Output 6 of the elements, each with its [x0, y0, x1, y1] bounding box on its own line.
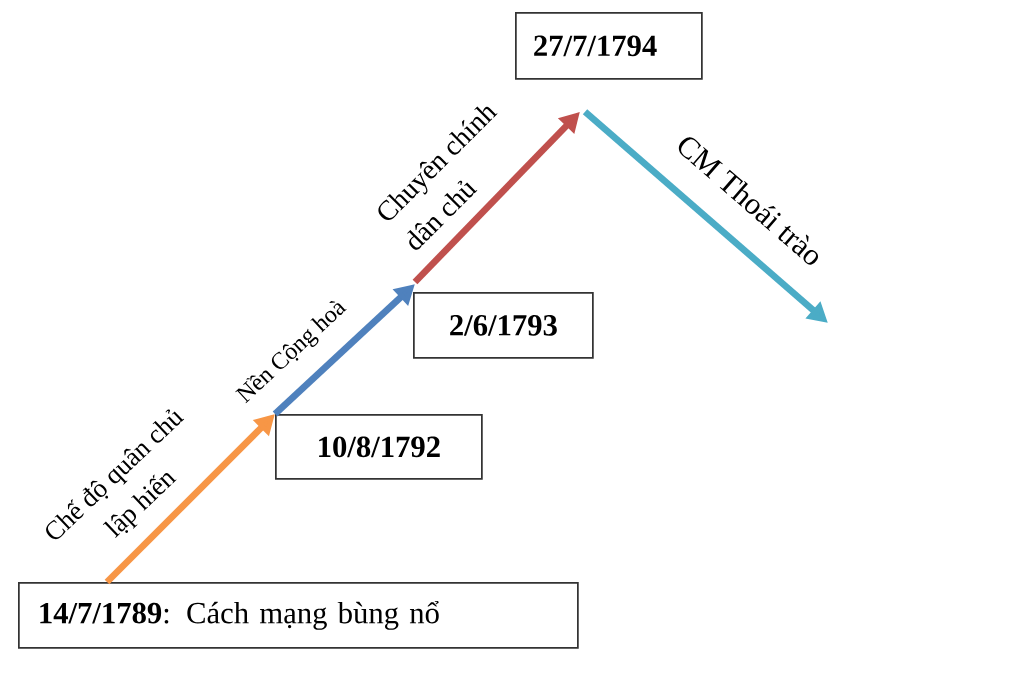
date-box: 27/7/1794 [515, 12, 703, 80]
edge-label: Nền Cộng hoà [235, 301, 347, 404]
date-box: 10/8/1792 [275, 414, 483, 480]
date-box: 2/6/1793 [413, 292, 594, 359]
event-box: 14/7/1789: Cách mạng bùng nổ [18, 582, 579, 649]
edge-label: Chế độ quân chủ lập hiến [46, 409, 185, 540]
